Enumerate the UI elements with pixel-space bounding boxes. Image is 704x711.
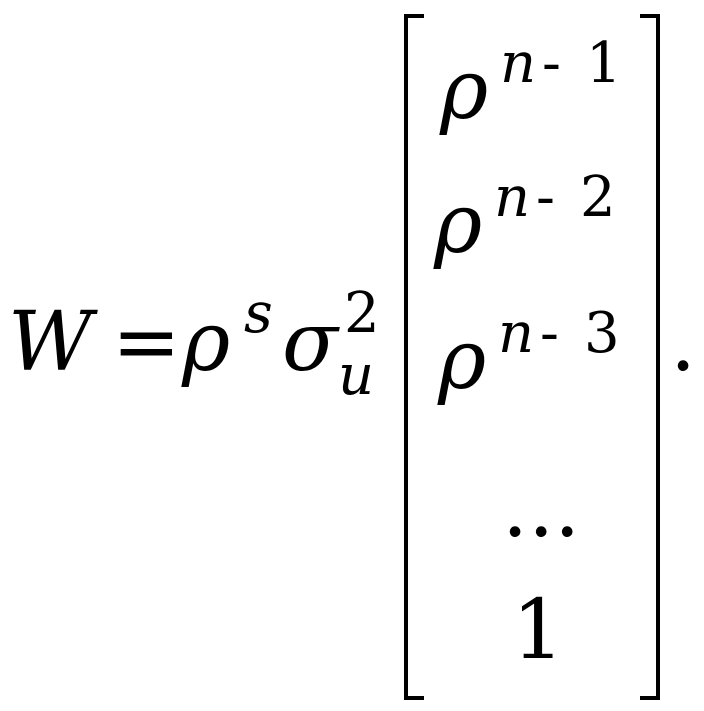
vector-row-1-exp-op: - bbox=[542, 31, 561, 96]
equals-sign: = bbox=[112, 295, 181, 390]
vector-row-2-exp-op: - bbox=[536, 165, 555, 230]
vector-row-1-base: ρ bbox=[440, 43, 489, 138]
sigma-symbol: σ bbox=[282, 295, 338, 390]
right-bracket bbox=[640, 14, 660, 700]
rho-symbol: ρ bbox=[182, 295, 231, 390]
vector-row-2-base: ρ bbox=[434, 177, 483, 272]
vector-row-2-exp-num: 2 bbox=[580, 165, 616, 230]
vector-row-3-exp-var: n bbox=[498, 301, 535, 366]
rho-exponent: s bbox=[244, 281, 273, 346]
left-bracket bbox=[404, 14, 424, 700]
vector-row-3-exp-num: 3 bbox=[584, 301, 620, 366]
vector-row-3-exp-op: - bbox=[540, 301, 559, 366]
vector-row-1-exp-var: n bbox=[500, 31, 537, 96]
vector-row-3-base: ρ bbox=[438, 313, 487, 408]
vector-row-4-ellipsis: ... bbox=[502, 461, 581, 556]
vector-row-2-exp-var: n bbox=[494, 165, 531, 230]
sigma-superscript: 2 bbox=[344, 281, 380, 346]
vector-row-1-exp-num: 1 bbox=[586, 31, 622, 96]
lhs-variable-w: W bbox=[8, 295, 93, 390]
period: . bbox=[670, 295, 697, 390]
vector-row-5-one: 1 bbox=[512, 583, 565, 678]
sigma-subscript: u bbox=[338, 343, 375, 408]
